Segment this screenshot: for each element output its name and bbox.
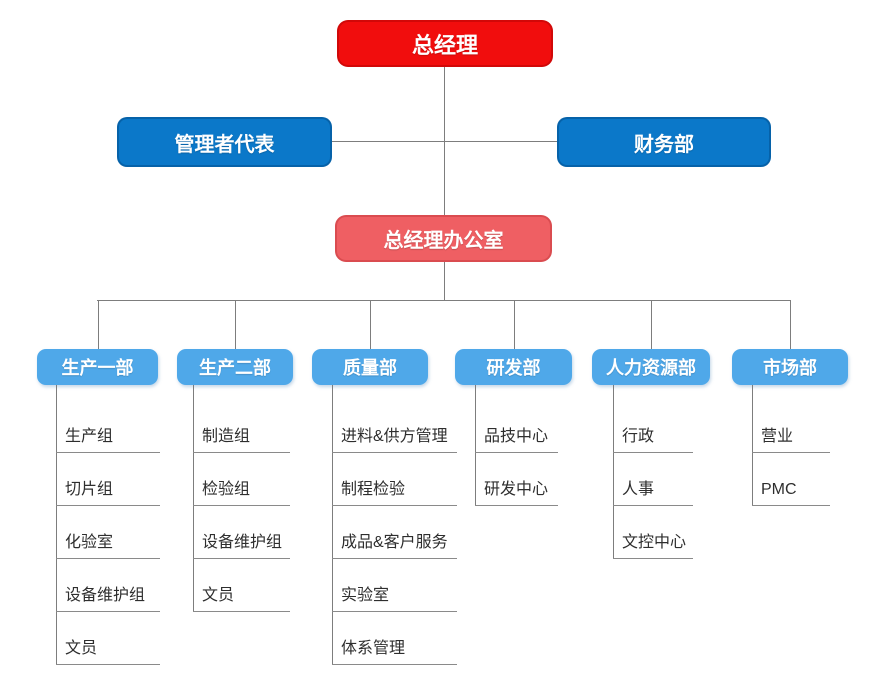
connector-list-spine <box>475 385 476 506</box>
connector-department-stub <box>513 300 515 349</box>
org-list-item: 设备维护组 <box>193 506 290 559</box>
org-list-item: 进料&供方管理 <box>332 400 457 453</box>
department-box-5: 人力资源部 <box>592 349 710 385</box>
org-list-item: 研发中心 <box>475 453 558 506</box>
connector-list-spine <box>613 385 614 559</box>
department-list-4: 品技中心研发中心 <box>475 400 558 506</box>
org-list-item: 实验室 <box>332 559 457 612</box>
org-list-item: 文控中心 <box>613 506 693 559</box>
connector-list-spine <box>332 385 333 665</box>
org-list-item: 品技中心 <box>475 400 558 453</box>
department-list-3: 进料&供方管理制程检验成品&客户服务实验室体系管理 <box>332 400 457 665</box>
finance-department-box: 财务部 <box>557 117 771 167</box>
department-list-5: 行政人事文控中心 <box>613 400 693 559</box>
org-list-item: 切片组 <box>56 453 160 506</box>
org-list-item: 成品&客户服务 <box>332 506 457 559</box>
connector-department-stub <box>370 300 371 349</box>
department-box-6: 市场部 <box>732 349 848 385</box>
department-box-2: 生产二部 <box>177 349 293 385</box>
department-list-1: 生产组切片组化验室设备维护组文员 <box>56 400 160 665</box>
org-list-item: 文员 <box>193 559 290 612</box>
management-representative-box: 管理者代表 <box>117 117 332 167</box>
connector-list-spine <box>193 385 194 612</box>
connector-level2-horizontal <box>332 141 557 142</box>
department-box-1: 生产一部 <box>37 349 158 385</box>
gm-office-box: 总经理办公室 <box>335 215 552 262</box>
connector-department-bus <box>97 300 791 301</box>
general-manager-box: 总经理 <box>337 20 553 67</box>
org-list-item: 检验组 <box>193 453 290 506</box>
org-list-item: 文员 <box>56 612 160 665</box>
org-list-item: 制程检验 <box>332 453 457 506</box>
department-box-4: 研发部 <box>455 349 572 385</box>
org-list-item: 化验室 <box>56 506 160 559</box>
org-list-item: 生产组 <box>56 400 160 453</box>
department-list-2: 制造组检验组设备维护组文员 <box>193 400 290 612</box>
org-list-item: 人事 <box>613 453 693 506</box>
connector-list-spine <box>752 385 753 506</box>
org-list-item: 营业 <box>752 400 830 453</box>
connector-office-vertical <box>444 262 445 300</box>
connector-department-stub <box>97 300 99 349</box>
org-list-item: 行政 <box>613 400 693 453</box>
org-list-item: 制造组 <box>193 400 290 453</box>
connector-department-stub <box>235 300 236 349</box>
org-list-item: 体系管理 <box>332 612 457 665</box>
department-box-3: 质量部 <box>312 349 428 385</box>
connector-list-spine <box>56 385 57 665</box>
connector-department-stub <box>790 300 791 349</box>
connector-department-stub <box>651 300 652 349</box>
org-list-item: 设备维护组 <box>56 559 160 612</box>
org-list-item: PMC <box>752 453 830 506</box>
